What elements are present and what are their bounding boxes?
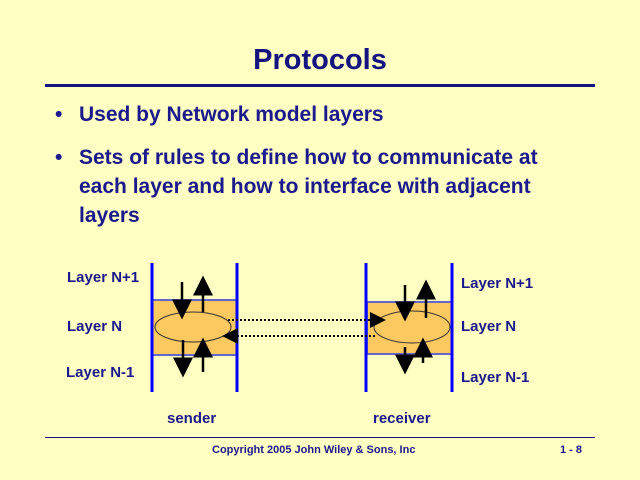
title-rule	[45, 84, 595, 87]
footer-rule	[45, 437, 595, 438]
footer-copyright: Copyright 2005 John Wiley & Sons, Inc	[212, 444, 416, 456]
receiver-label-n-plus-1: Layer N+1	[461, 275, 534, 292]
sender-caption: sender	[167, 410, 217, 427]
receiver-caption: receiver	[373, 410, 431, 427]
receiver-label-n: Layer N	[461, 318, 517, 335]
receiver-label-n-minus-1: Layer N-1	[461, 369, 530, 386]
bullet-marker: •	[55, 103, 63, 126]
page-number: 1 - 8	[560, 444, 583, 456]
sender-label-n: Layer N	[67, 318, 123, 335]
bullet-text: Used by Network model layers	[79, 103, 384, 126]
bullet-text: Sets of rules to define how to communica…	[79, 146, 538, 227]
sender-label-n-minus-1: Layer N-1	[66, 364, 135, 381]
bullet-marker: •	[55, 146, 63, 169]
sender-label-n-plus-1: Layer N+1	[67, 269, 140, 286]
sender-layer-n-box	[151, 299, 238, 356]
receiver-layer-n-box	[366, 301, 453, 355]
slide-title: Protocols	[253, 44, 387, 76]
